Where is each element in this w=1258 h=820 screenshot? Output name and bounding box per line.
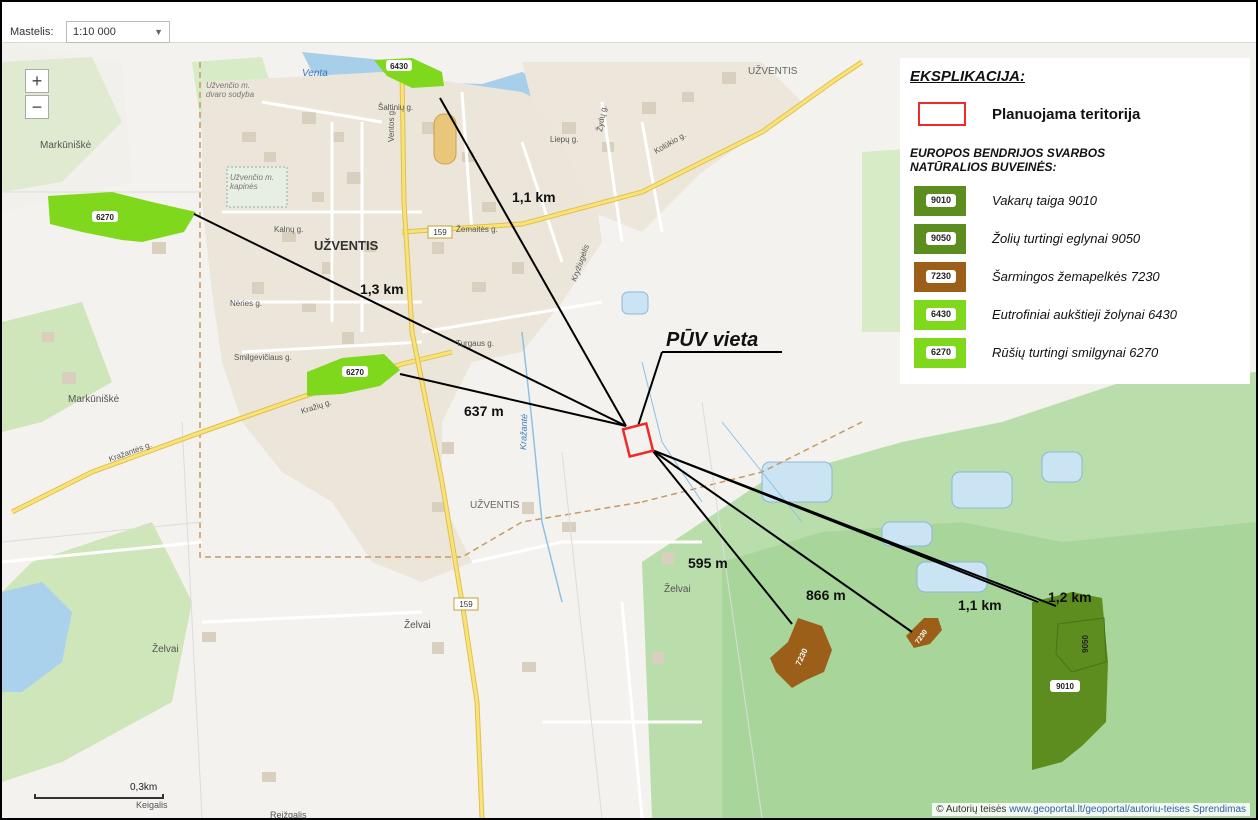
habitat-9010[interactable]: 9010 9050 <box>1032 592 1108 770</box>
habitat-code: 9050 <box>1081 635 1090 653</box>
distance-label: 866 m <box>806 587 846 603</box>
road-number-159: 159 <box>459 600 473 609</box>
place-label: Užvenčio m.dvaro sodyba <box>206 81 255 99</box>
attribution-prefix: © Autorių teisės <box>936 804 1007 815</box>
legend-code: 7230 <box>926 270 956 283</box>
street-label: Nėries g. <box>230 299 262 308</box>
legend-swatch: 6430 <box>914 300 966 330</box>
map-toolbar: Mastelis: 1:10 000 ▼ <box>2 2 1256 43</box>
street-label: Kalnų g. <box>274 225 303 234</box>
place-label: Želvai <box>664 582 691 595</box>
legend-title: EKSPLIKACIJA: <box>910 68 1026 85</box>
legend-item: 6430 Eutrofiniai aukštieji žolynai 6430 <box>914 300 1244 330</box>
scale-select[interactable]: 1:10 000 ▼ <box>66 21 170 43</box>
planned-territory-marker[interactable] <box>621 421 655 459</box>
scalebar-label: 0,3km <box>130 782 158 793</box>
legend-label: Žolių turtingi eglynai 9050 <box>992 231 1141 246</box>
distance-label: 1,1 km <box>958 597 1002 613</box>
attribution: © Autorių teisės www.geoportal.lt/geopor… <box>932 803 1250 816</box>
legend-code: 9050 <box>926 232 956 245</box>
habitat-6270-mid[interactable]: 6270 <box>307 354 400 396</box>
site-label: PŪV vieta <box>666 329 758 351</box>
street-label: Smilgevičiaus g. <box>234 353 292 362</box>
zoom-in-button[interactable]: + <box>25 69 49 93</box>
legend-group-title: EUROPOS BENDRIJOS SVARBOS NATŪRALIOS BUV… <box>910 146 1106 174</box>
scale-value: 1:10 000 <box>73 26 116 38</box>
legend-code: 9010 <box>926 194 956 207</box>
legend-item: 9010 Vakarų taiga 9010 <box>914 186 1244 216</box>
legend-swatch: 6270 <box>914 338 966 368</box>
street-label: Turgaus g. <box>456 339 494 348</box>
chevron-down-icon: ▼ <box>154 27 163 37</box>
place-label: UŽVENTIS <box>470 498 520 511</box>
legend-item: 7230 Šarmingos žemapelkės 7230 <box>914 262 1244 292</box>
legend-label: Šarmingos žemapelkės 7230 <box>992 269 1160 284</box>
legend-swatch: 9050 <box>914 224 966 254</box>
place-label: Užvenčio m.kapinės <box>230 173 274 191</box>
habitat-6430[interactable]: 6430 <box>374 58 444 88</box>
habitat-7230-a[interactable]: 7230 <box>770 618 832 688</box>
legend-planned-label: Planuojama teritorija <box>992 106 1141 123</box>
legend-code: 6430 <box>926 308 956 321</box>
habitat-code: 6270 <box>96 213 114 222</box>
place-label: Venta <box>302 68 328 79</box>
habitat-code: 6430 <box>390 62 408 71</box>
legend-label: Eutrofiniai aukštieji žolynai 6430 <box>992 307 1177 322</box>
legend-swatch: 9010 <box>914 186 966 216</box>
place-label: UŽVENTIS <box>748 64 798 77</box>
street-label: Ventos g. <box>387 109 396 142</box>
distance-label: 1,3 km <box>360 281 404 297</box>
legend-item: 9050 Žolių turtingi eglynai 9050 <box>914 224 1244 254</box>
legend-item: 6270 Rūšių turtingi smilgynai 6270 <box>914 338 1244 368</box>
habitat-7230-b[interactable]: 7230 <box>906 618 942 648</box>
distance-label: 595 m <box>688 555 728 571</box>
habitat-code: 6270 <box>346 368 364 377</box>
distance-label: 637 m <box>464 403 504 419</box>
street-label: Žemaitės g. <box>456 225 498 234</box>
attribution-link[interactable]: www.geoportal.lt/geoportal/autoriu-teise… <box>1009 804 1190 815</box>
distance-label: 1,2 km <box>1048 589 1092 605</box>
habitat-code: 9010 <box>1056 682 1074 691</box>
legend-planned-swatch <box>918 102 966 126</box>
legend-label: Vakarų taiga 9010 <box>992 193 1098 208</box>
legend-swatch: 7230 <box>914 262 966 292</box>
place-label: Kražantė <box>518 414 529 450</box>
place-label: Keigalis <box>136 800 168 810</box>
place-label: UŽVENTIS <box>314 238 379 253</box>
street-label: Šaltinių g. <box>378 103 413 112</box>
distance-label: 1,1 km <box>512 189 556 205</box>
legend-code: 6270 <box>926 346 956 359</box>
scalebar <box>34 794 164 799</box>
scale-label: Mastelis: <box>10 26 54 38</box>
street-label: Liepų g. <box>550 135 578 144</box>
place-label: Markūniškė <box>68 394 120 405</box>
habitat-6270-west[interactable]: 6270 <box>48 192 196 242</box>
legend-label: Rūšių turtingi smilgynai 6270 <box>992 345 1159 360</box>
place-label: Markūniškė <box>40 140 92 151</box>
road-number-159: 159 <box>433 228 447 237</box>
attribution-suffix-link[interactable]: Sprendimas <box>1192 804 1246 815</box>
place-label: Želvai <box>152 642 179 655</box>
distance-lines <box>193 97 1057 633</box>
place-label: Želvai <box>404 618 431 631</box>
map-legend: EKSPLIKACIJA: Planuojama teritorija EURO… <box>900 58 1250 384</box>
zoom-out-button[interactable]: − <box>25 95 49 119</box>
place-label: Reižgalis <box>270 810 307 818</box>
